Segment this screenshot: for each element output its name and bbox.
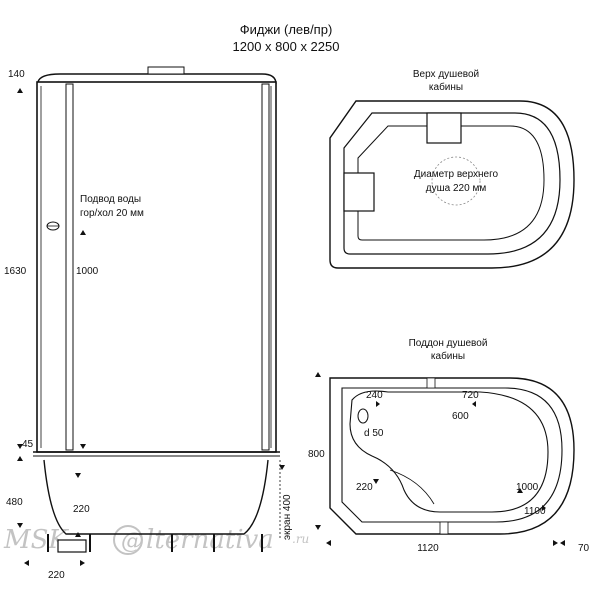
roof-vent (147, 66, 185, 75)
tray-dim-800: 800 (308, 449, 325, 460)
top-view: Верх душевой кабины Диаметр верхнего душ… (329, 69, 575, 269)
dim-tub: 220 (73, 504, 90, 515)
dim-top: 140 (8, 69, 25, 80)
dim-screen: экран 400 (282, 494, 293, 540)
tray-dim-240: 240 (366, 390, 383, 401)
tray-title-line1: Поддон душевой (409, 338, 488, 349)
door-profile-left (65, 83, 74, 451)
tray-title-line2: кабины (431, 350, 465, 362)
watermark-suffix: .ru (292, 532, 309, 546)
tray-dim-720: 720 (462, 390, 479, 401)
rain-shower-outline (431, 156, 481, 206)
cabin-frame (36, 81, 277, 453)
tray-body (43, 459, 269, 535)
tray-outer-rim (329, 377, 575, 535)
top-view-title-line2: кабины (429, 81, 463, 93)
watermark-brand-right: lternativa (146, 525, 274, 555)
front-dim-markers (17, 88, 285, 566)
dim-door: 1000 (76, 266, 99, 277)
front-view: 140 1630 1000 45 480 220 220 экран 400 П… (4, 66, 293, 581)
dim-height: 1630 (4, 266, 27, 277)
dim-gap: 45 (22, 439, 34, 450)
tray-dim-1000: 1000 (516, 482, 539, 493)
shower-note-line1: Диаметр верхнего (414, 169, 499, 180)
tray-view: Поддон душевой кабины 240 720 600 d 50 2… (308, 338, 590, 554)
top-middle-shell (343, 112, 561, 255)
tray-dim-70: 70 (578, 543, 590, 554)
tray-legs (47, 534, 263, 552)
top-lamp-block (426, 112, 462, 144)
diagram-size: 1200 x 800 x 2250 (233, 39, 340, 54)
watermark-logo-letter: @ (121, 529, 143, 554)
tray-drain-diameter: d 50 (364, 428, 384, 439)
tray-dim-1120: 1120 (417, 543, 439, 554)
top-inner-shell (357, 125, 545, 241)
tray-notch-bottom (439, 521, 449, 535)
tray-dim-220: 220 (356, 482, 373, 493)
seat-step-curve (389, 469, 435, 505)
tray-dim-1100: 1100 (524, 506, 546, 517)
tray-dim-600: 600 (452, 411, 469, 422)
door-profile-right (261, 83, 270, 451)
water-note-line2: гор/хол 20 мм (80, 208, 144, 219)
watermark-logo-circle (113, 525, 143, 555)
tray-notch-top (426, 377, 436, 389)
shower-note-line2: душа 220 мм (426, 183, 487, 194)
top-outer-shell (329, 100, 575, 269)
tray-dim-markers (315, 372, 565, 546)
top-fan-block (343, 172, 375, 212)
tray-basin (349, 390, 549, 513)
tray-middle-rim (341, 387, 563, 523)
drain-icon (357, 408, 369, 424)
top-view-title-line1: Верх душевой (413, 69, 479, 80)
dim-base: 480 (6, 497, 23, 508)
dim-bottom: 220 (48, 570, 65, 581)
siphon-icon (57, 539, 87, 553)
diagram-title: Фиджи (лев/пр) (240, 22, 333, 37)
water-note-line1: Подвод воды (80, 194, 141, 205)
